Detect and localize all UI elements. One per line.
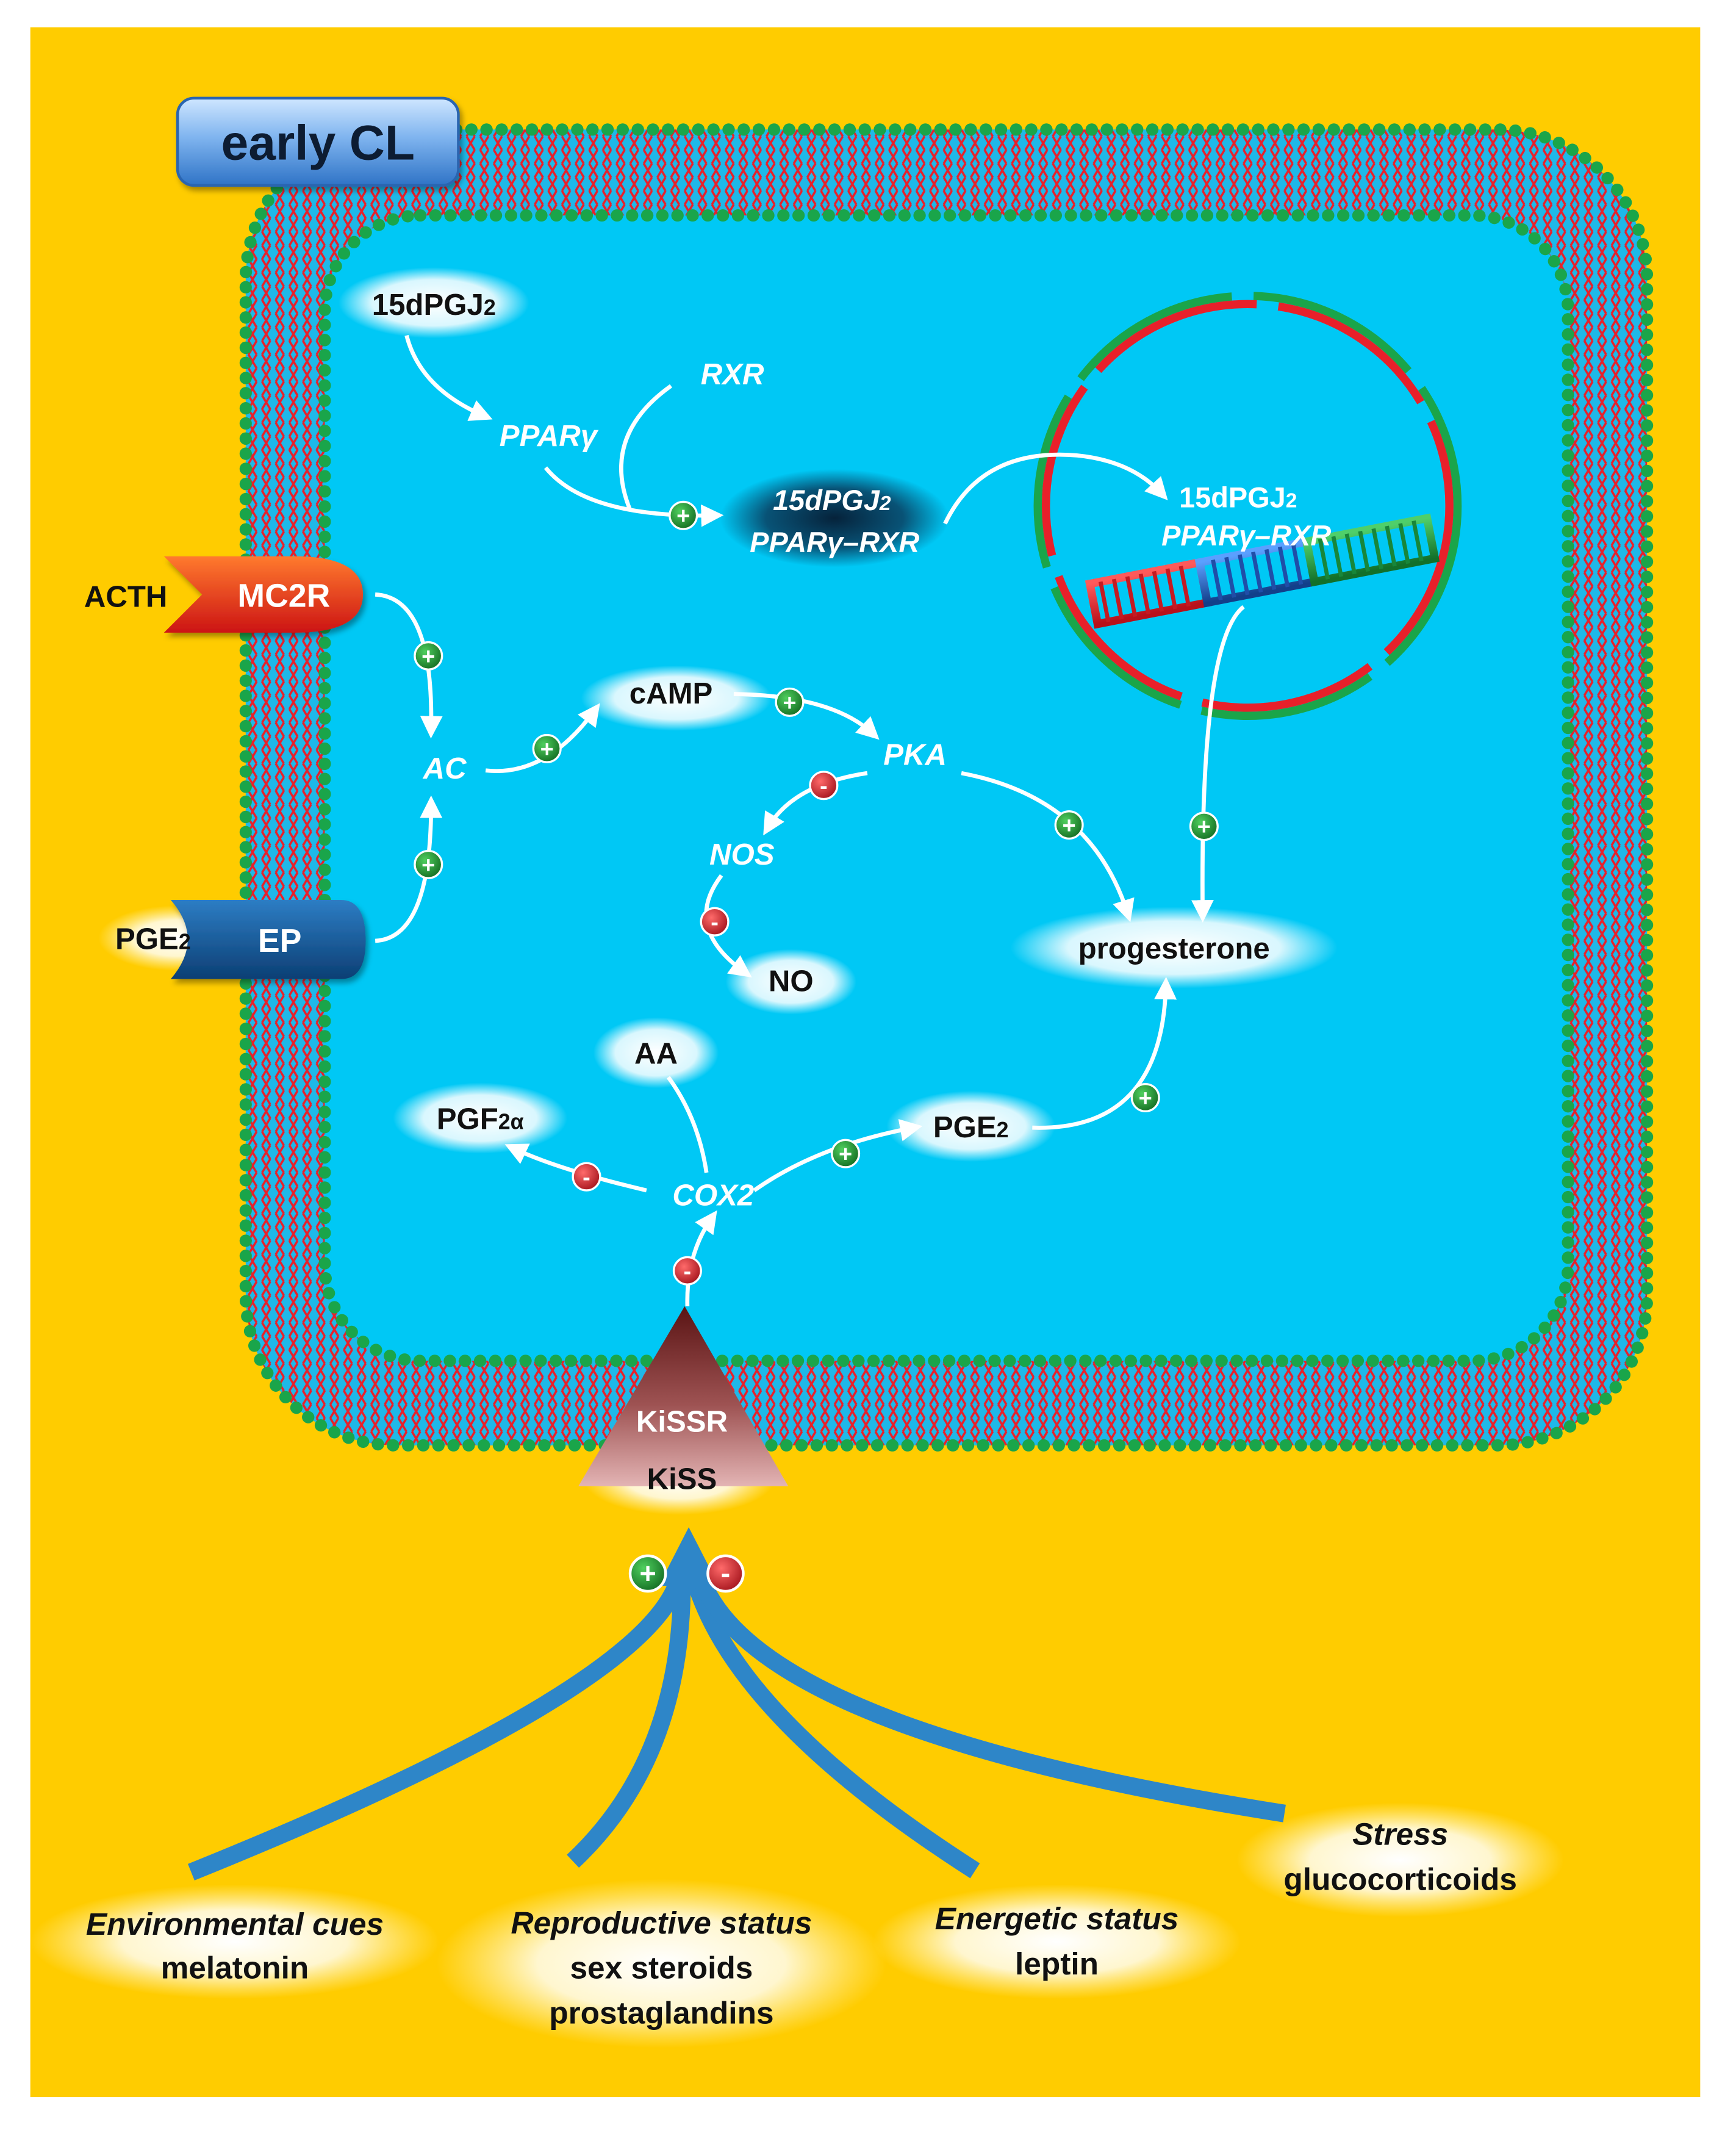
label-glows: [30, 267, 1564, 2048]
ep-receptor: EP: [170, 899, 366, 979]
svg-text:+: +: [839, 1142, 852, 1167]
rxr-label: RXR: [701, 358, 764, 391]
regulation-signs: + + + + + - - + + + - + - + -: [414, 500, 1219, 1593]
minus-sign-nos-no: -: [700, 907, 730, 937]
nucleus-complex-line1: 15dPGJ2: [1179, 481, 1297, 513]
kissr-label: KiSSR: [636, 1405, 728, 1439]
plus-sign-nucleus-progesterone: +: [1189, 811, 1219, 841]
pka-label: PKA: [883, 738, 947, 772]
minus-sign-pka-nos: -: [809, 771, 839, 801]
regulator-reproductive-heading: Reproductive status: [511, 1905, 812, 1940]
complex-line1: 15dPGJ2: [773, 484, 891, 516]
plus-sign-camp-pka: +: [775, 687, 805, 717]
mc2r-receptor: MC2R: [163, 556, 364, 633]
svg-text:-: -: [711, 910, 719, 935]
minus-sign-cox2-pgf2a: -: [572, 1162, 601, 1192]
regulator-reproductive-line1: sex steroids: [570, 1950, 753, 1985]
camp-label: cAMP: [629, 677, 713, 710]
ac-label: AC: [422, 752, 467, 785]
svg-text:+: +: [1139, 1085, 1152, 1111]
svg-text:-: -: [820, 774, 828, 799]
early-cl-label: early CL: [221, 115, 415, 170]
cox2-label: COX2: [672, 1179, 754, 1212]
cytoplasm: [318, 209, 1574, 1367]
minus-sign-inputs-kiss: -: [706, 1554, 745, 1593]
kissr-receptor: KiSSR: [578, 1306, 789, 1486]
input-arrows: [188, 1527, 1286, 1880]
plus-sign-pge2-progesterone: +: [1130, 1082, 1160, 1113]
mc2r-label: MC2R: [237, 577, 330, 614]
plus-sign-inputs-kiss: +: [628, 1554, 667, 1593]
dna-helix: [1085, 513, 1440, 629]
regulator-environmental-line: melatonin: [161, 1950, 309, 1985]
svg-text:+: +: [783, 690, 796, 716]
plus-sign-ac-camp: +: [532, 733, 562, 763]
complex-line2: PPARγ–RXR: [750, 527, 919, 558]
svg-text:+: +: [540, 736, 554, 762]
nucleus: [1033, 292, 1462, 720]
aa-label: AA: [634, 1037, 678, 1070]
nos-label: NOS: [709, 838, 775, 871]
kiss-label: KiSS: [647, 1462, 717, 1495]
acth-label: ACTH: [84, 580, 168, 613]
pge2-label: PGE2: [933, 1110, 1009, 1144]
regulator-energetic-line: leptin: [1015, 1946, 1099, 1981]
regulator-energetic-heading: Energetic status: [935, 1901, 1179, 1936]
plus-sign-mc2r-ac: +: [414, 641, 443, 671]
svg-text:+: +: [421, 644, 435, 669]
progesterone-label: progesterone: [1078, 932, 1270, 965]
minus-sign-kissr-cox2: -: [672, 1256, 702, 1286]
svg-text:+: +: [1063, 813, 1076, 838]
plus-sign-cox2-pge2: +: [831, 1139, 861, 1168]
svg-text:+: +: [421, 852, 435, 878]
plus-sign-pka-progesterone: +: [1054, 810, 1084, 840]
regulator-environmental-heading: Environmental cues: [86, 1906, 384, 1941]
nucleus-complex-line2: PPARγ–RXR: [1161, 520, 1331, 552]
pge2-ligand-label: PGE2: [115, 922, 191, 955]
regulator-stress-line: glucocorticoids: [1283, 1861, 1517, 1896]
no-label: NO: [769, 965, 814, 998]
ep-label: EP: [258, 923, 302, 959]
pgf2a-label: PGF2α: [437, 1102, 524, 1135]
svg-text:+: +: [676, 503, 690, 529]
svg-text:+: +: [639, 1558, 656, 1589]
node-labels: 15dPGJ2 RXR PPARγ 15dPGJ2 PPARγ–RXR 15dP…: [372, 288, 1332, 1212]
svg-text:-: -: [583, 1165, 590, 1190]
svg-text:+: +: [1197, 815, 1211, 840]
plus-sign-ep-ac: +: [414, 849, 443, 879]
dpgj2-label: 15dPGJ2: [372, 288, 496, 322]
regulator-stress-heading: Stress: [1352, 1816, 1448, 1852]
regulator-labels: Environmental cues melatonin Reproductiv…: [86, 1816, 1517, 2031]
regulator-reproductive-line2: prostaglandins: [549, 1995, 773, 2030]
svg-text:-: -: [721, 1558, 731, 1589]
plus-sign-ppar-complex: +: [669, 500, 698, 530]
svg-text:-: -: [684, 1259, 692, 1284]
membrane-outer-edge: [239, 123, 1654, 1452]
early-cl-badge: early CL: [176, 96, 460, 187]
ppar-label: PPARγ: [500, 419, 599, 453]
